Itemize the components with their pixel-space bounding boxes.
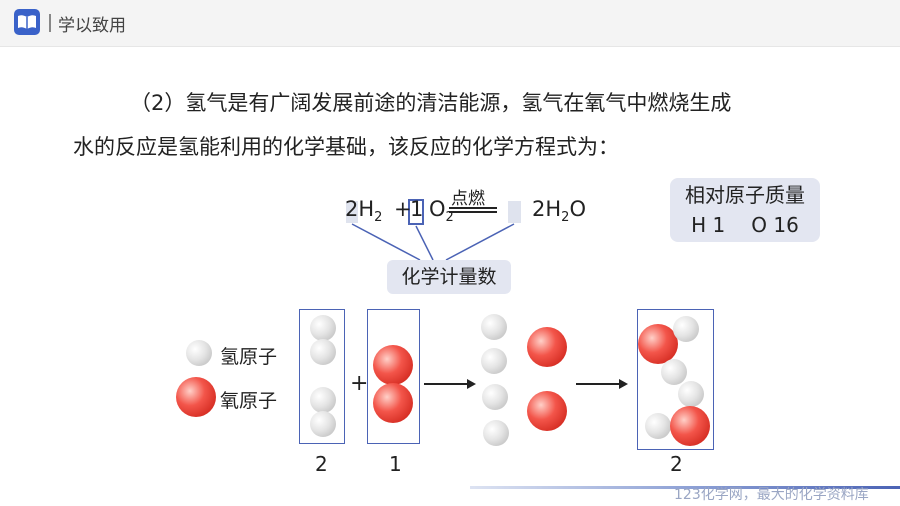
coefficient-box-o2[interactable] xyxy=(408,199,424,225)
subscript-o2: 2 xyxy=(445,210,454,226)
oxygen-atom xyxy=(670,406,710,446)
coefficient-h2: 2 xyxy=(345,197,359,221)
h2o-count: 2 xyxy=(670,452,683,476)
reaction-line-bottom xyxy=(449,211,497,213)
relative-mass-title: 相对原子质量 xyxy=(685,183,805,207)
header-bar: 学以致用 xyxy=(0,0,900,47)
product-h-subscript: 2 xyxy=(561,210,570,226)
reaction-line-top xyxy=(449,207,497,209)
h2o-molecules-frame xyxy=(637,309,714,450)
equation-reactant-h2: 2H2 xyxy=(345,197,382,225)
reaction-arrow-1 xyxy=(424,380,476,388)
coefficient-o2: 1 xyxy=(410,197,424,221)
coefficient-blank-3[interactable] xyxy=(508,201,521,223)
oxygen-atom xyxy=(373,383,413,423)
oxygen-atom xyxy=(527,327,567,367)
product-o: O xyxy=(569,197,586,221)
hydrogen-atom xyxy=(310,315,336,341)
coefficient-label: 化学计量数 xyxy=(387,260,511,294)
symbol-o: O xyxy=(429,197,446,221)
diagram-plus: + xyxy=(350,371,369,396)
oxygen-atom xyxy=(638,324,678,364)
question-line-2: 水的反应是氢能利用的化学基础，该反应的化学方程式为： xyxy=(73,135,619,159)
relative-mass-o: O 16 xyxy=(751,213,799,237)
book-logo-icon xyxy=(14,9,40,35)
relative-mass-h: H 1 xyxy=(691,213,726,237)
header-title: 学以致用 xyxy=(58,16,126,36)
question-line-1: （2）氢气是有广阔发展前途的清洁能源，氢气在氧气中燃烧生成 xyxy=(130,91,732,115)
hydrogen-atom xyxy=(310,387,336,413)
relative-mass-values: H 1 O 16 xyxy=(670,210,820,240)
oxygen-atom xyxy=(527,391,567,431)
hydrogen-atom xyxy=(661,359,687,385)
oxygen-atom xyxy=(373,345,413,385)
legend-hydrogen-label: 氢原子 xyxy=(220,346,278,368)
equation-reactant-o2: O2 xyxy=(429,197,454,225)
footer-line xyxy=(470,486,900,489)
hydrogen-atom xyxy=(678,381,704,407)
header-divider xyxy=(49,14,51,32)
symbol-h: H xyxy=(358,197,375,221)
hydrogen-atom xyxy=(673,316,699,342)
equation-plus: + xyxy=(394,197,412,221)
hydrogen-atom xyxy=(481,348,507,374)
product-h: H xyxy=(545,197,562,221)
o2-count: 1 xyxy=(389,452,402,476)
reaction-condition: 点燃 xyxy=(451,189,485,209)
hydrogen-atom xyxy=(481,314,507,340)
legend-oxygen-atom xyxy=(176,377,216,417)
legend-oxygen-label: 氧原子 xyxy=(220,390,278,412)
coefficient-blank-1[interactable] xyxy=(346,201,358,223)
legend-hydrogen-atom xyxy=(186,340,212,366)
hydrogen-atom xyxy=(310,339,336,365)
product-coefficient: 2 xyxy=(532,197,546,221)
hydrogen-atom xyxy=(645,413,671,439)
watermark: 123化学网，最大的化学资料库 xyxy=(674,487,869,503)
equation-product-h2o: 2H2O xyxy=(532,197,586,225)
o2-molecule-frame xyxy=(367,309,420,444)
hydrogen-atom xyxy=(483,420,509,446)
h2-count: 2 xyxy=(315,452,328,476)
hydrogen-atom xyxy=(482,384,508,410)
subscript-h2: 2 xyxy=(374,210,383,226)
hydrogen-atom xyxy=(310,411,336,437)
relative-mass-box: 相对原子质量 H 1 O 16 xyxy=(670,178,820,242)
reaction-arrow-2 xyxy=(576,380,628,388)
h2-molecules-frame xyxy=(299,309,345,444)
